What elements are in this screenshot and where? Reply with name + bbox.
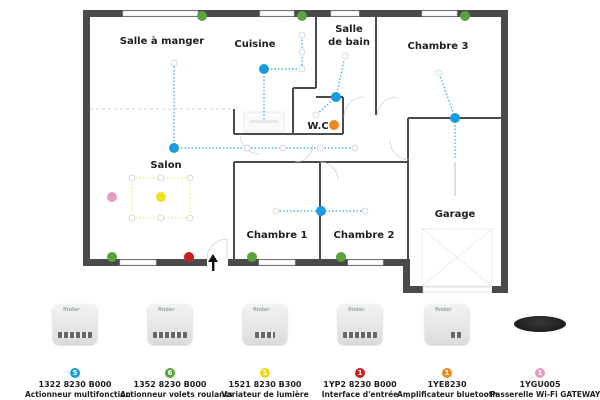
product-code: 1521 8230 B300 bbox=[228, 380, 302, 389]
arrow-up-icon bbox=[208, 254, 218, 271]
product-code: 1YGU005 bbox=[519, 380, 561, 389]
count-badge: 1 bbox=[442, 368, 452, 378]
marker-volets bbox=[247, 252, 257, 262]
module-image: finder bbox=[239, 298, 291, 348]
windows bbox=[119, 10, 492, 293]
product-legend: finder 5 1322 8230 B000 Actionneur multi… bbox=[0, 298, 600, 400]
count-badge: 5 bbox=[70, 368, 80, 378]
marker-multifonction bbox=[169, 143, 179, 153]
product-bluetooth: finder 1 1YE8230 Amplificateur bluetooth bbox=[397, 298, 498, 400]
product-volets: finder 6 1352 8230 B000 Actionneur volet… bbox=[120, 298, 233, 400]
room-label-wc: W.C bbox=[307, 121, 328, 132]
count-badge: 1 bbox=[260, 368, 270, 378]
marker-interface bbox=[184, 252, 194, 262]
count-badge: 1 bbox=[535, 368, 545, 378]
room-label-cuisine: Cuisine bbox=[234, 39, 275, 50]
count-badge: 1 bbox=[355, 368, 365, 378]
marker-multifonction bbox=[450, 113, 460, 123]
room-label-salle-a-manger: Salle à manger bbox=[120, 35, 205, 47]
product-name: Amplificateur bluetooth bbox=[397, 390, 498, 399]
marker-volets bbox=[297, 11, 307, 21]
module-image: finder bbox=[421, 298, 473, 348]
product-gateway: 1 1YGU005 Passerelle Wi-Fi GATEWAY bbox=[490, 298, 600, 400]
room-label-salle-de-bain-2: de bain bbox=[328, 37, 370, 48]
outer-walls bbox=[83, 10, 508, 293]
gateway-image bbox=[514, 298, 566, 348]
floor-plan: Salle à manger Cuisine Salle de bain Cha… bbox=[83, 10, 508, 293]
product-code: 1352 8230 B000 bbox=[133, 380, 207, 389]
light-points bbox=[128, 31, 443, 222]
room-label-garage: Garage bbox=[435, 209, 476, 220]
marker-volets bbox=[107, 252, 117, 262]
room-label-chambre-1: Chambre 1 bbox=[247, 230, 308, 241]
product-name: Passerelle Wi-Fi GATEWAY bbox=[490, 390, 600, 399]
product-variateur: finder 1 1521 8230 B300 Variateur de lum… bbox=[215, 298, 315, 400]
module-image: finder bbox=[334, 298, 386, 348]
marker-volets bbox=[197, 11, 207, 21]
product-interface: finder 1 1YP2 8230 B000 Interface d'entr… bbox=[310, 298, 410, 400]
product-code: 1YP2 8230 B000 bbox=[323, 380, 397, 389]
module-image: finder bbox=[144, 298, 196, 348]
marker-variateur bbox=[156, 192, 166, 202]
interior-walls bbox=[233, 16, 501, 259]
room-label-chambre-3: Chambre 3 bbox=[408, 41, 469, 52]
product-multifonction: finder 5 1322 8230 B000 Actionneur multi… bbox=[25, 298, 131, 400]
marker-volets bbox=[460, 11, 470, 21]
count-badge: 6 bbox=[165, 368, 175, 378]
garage-door bbox=[421, 228, 493, 287]
room-label-salle-de-bain: Salle bbox=[335, 24, 363, 35]
device-markers bbox=[107, 11, 470, 262]
marker-gateway bbox=[107, 192, 117, 202]
room-label-chambre-2: Chambre 2 bbox=[334, 230, 395, 241]
marker-multifonction bbox=[331, 92, 341, 102]
marker-volets bbox=[336, 252, 346, 262]
product-name: Actionneur volets roulants bbox=[120, 390, 233, 399]
product-code: 1322 8230 B000 bbox=[38, 380, 112, 389]
product-name: Actionneur multifonction bbox=[25, 390, 131, 399]
product-name: Interface d'entrée bbox=[321, 390, 399, 399]
room-label-salon: Salon bbox=[150, 160, 181, 171]
product-name: Variateur de lumière bbox=[221, 390, 309, 399]
marker-multifonction bbox=[259, 64, 269, 74]
product-code: 1YE8230 bbox=[427, 380, 467, 389]
marker-bluetooth bbox=[329, 120, 339, 130]
marker-multifonction bbox=[316, 206, 326, 216]
module-image: finder bbox=[49, 298, 101, 348]
doors bbox=[206, 96, 411, 260]
